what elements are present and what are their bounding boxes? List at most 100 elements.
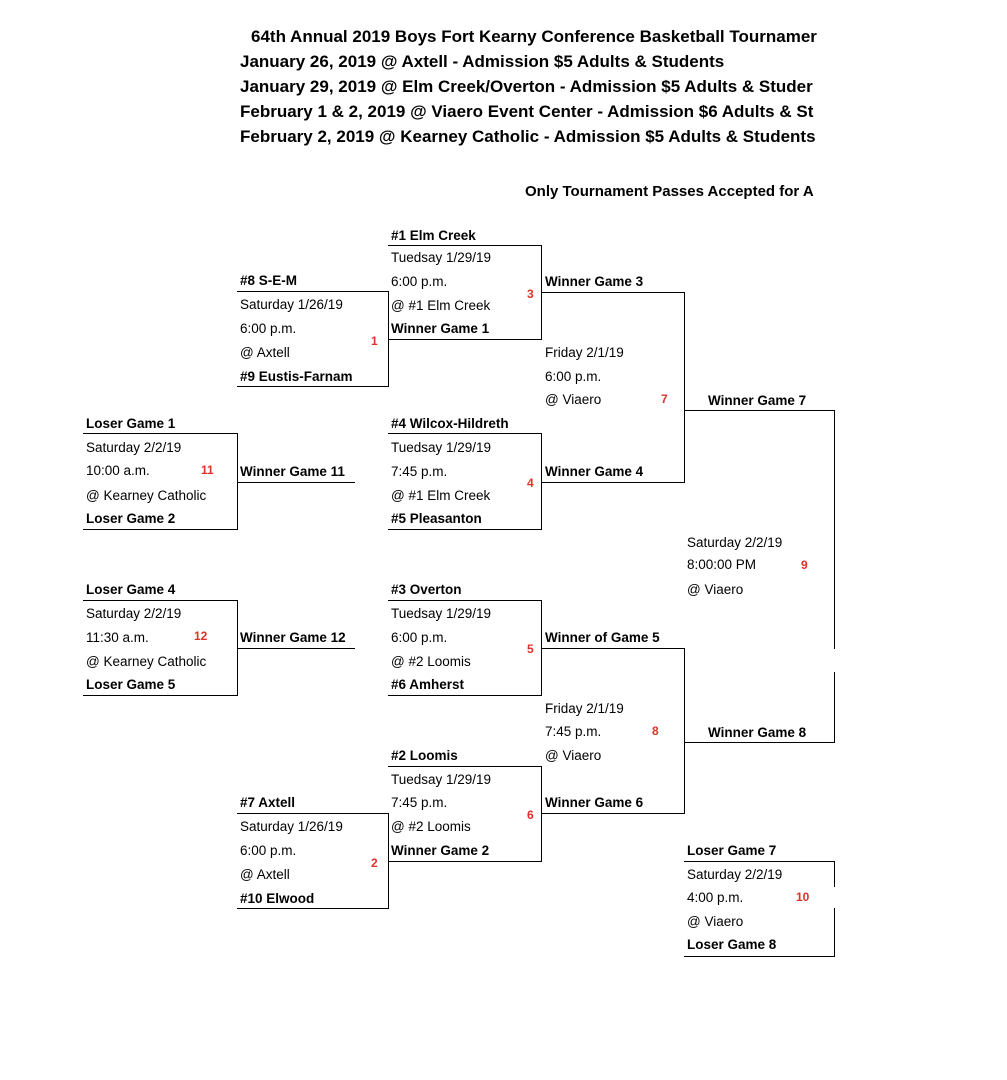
game-9-time: 8:00:00 PM	[687, 557, 757, 572]
game-6-top-line	[388, 766, 542, 767]
game-4-number: 4	[527, 476, 534, 490]
game-4-date: Tuedsay 1/29/19	[391, 440, 492, 455]
game-4-time: 7:45 p.m.	[391, 464, 448, 479]
game-11-location: @ Kearney Catholic	[86, 488, 207, 503]
game-4-location: @ #1 Elm Creek	[391, 488, 491, 503]
game-1-top-team: #8 S-E-M	[240, 273, 298, 288]
schedule-line-3: February 1 & 2, 2019 @ Viaero Event Cent…	[240, 102, 814, 121]
game-1-location: @ Axtell	[240, 345, 290, 360]
passes-note-wrap: Only Tournament Passes Accepted for A	[0, 182, 836, 202]
game-10-connector-bottom	[834, 908, 835, 957]
game-8-number: 8	[652, 724, 659, 738]
game-11-top-line	[83, 433, 238, 434]
game-9-bottom-team: Winner Game 8	[708, 725, 807, 740]
schedule-line-2: January 29, 2019 @ Elm Creek/Overton - A…	[240, 77, 813, 96]
game-7-bottom-line	[541, 482, 685, 483]
game-12-bottom-line	[83, 695, 238, 696]
game-11-number: 11	[201, 463, 214, 477]
game-6-number: 6	[527, 808, 534, 822]
game-6-connector	[541, 766, 542, 862]
game-12-date: Saturday 2/2/19	[86, 606, 182, 621]
game-12-winner-line	[237, 648, 355, 649]
game-9-connector-top	[834, 410, 835, 649]
game-2-bottom-line	[237, 908, 389, 909]
game-3-date: Tuedsay 1/29/19	[391, 250, 492, 265]
game-10-bottom-line	[684, 956, 835, 957]
game-3-top-team: #1 Elm Creek	[391, 228, 476, 243]
game-12-winner: Winner Game 12	[240, 630, 346, 645]
passes-note: Only Tournament Passes Accepted for A	[525, 183, 814, 200]
game-3-location: @ #1 Elm Creek	[391, 298, 491, 313]
game-6-top-team: #2 Loomis	[391, 748, 458, 763]
game-9-top-line	[684, 410, 835, 411]
game-1-bottom-line	[237, 386, 389, 387]
game-7-number: 7	[661, 392, 668, 406]
game-4-top-line	[388, 433, 542, 434]
game-9-date: Saturday 2/2/19	[687, 535, 783, 550]
game-11-time: 10:00 a.m.	[86, 463, 150, 478]
game-10-number: 10	[796, 890, 810, 904]
game-7-bottom-team: Winner Game 4	[545, 464, 644, 479]
game-10-connector-top	[834, 861, 835, 887]
game-12-location: @ Kearney Catholic	[86, 654, 207, 669]
game-1-date: Saturday 1/26/19	[240, 297, 343, 312]
game-11-winner-line	[237, 482, 355, 483]
game-6-bottom-team: Winner Game 2	[391, 843, 490, 858]
game-1-top-line	[237, 291, 389, 292]
game-8-bottom-line	[541, 813, 685, 814]
schedule-line-1: January 26, 2019 @ Axtell - Admission $5…	[240, 52, 725, 71]
game-4-top-team: #4 Wilcox-Hildreth	[391, 416, 509, 431]
game-2-time: 6:00 p.m.	[240, 843, 297, 858]
game-11-bottom-line	[83, 529, 238, 530]
game-10-date: Saturday 2/2/19	[687, 867, 783, 882]
game-5-bottom-team: #6 Amherst	[391, 677, 465, 692]
schedule-line-2-wrap: January 29, 2019 @ Elm Creek/Overton - A…	[0, 77, 836, 97]
game-11-connector	[237, 433, 238, 530]
game-5-location: @ #2 Loomis	[391, 654, 471, 669]
game-9-bottom-line	[684, 742, 835, 743]
game-5-top-team: #3 Overton	[391, 582, 462, 597]
game-10-location: @ Viaero	[687, 914, 744, 929]
game-7-top-team: Winner Game 3	[545, 274, 644, 289]
game-12-time: 11:30 a.m.	[86, 630, 149, 645]
game-5-number: 5	[527, 642, 534, 656]
tournament-header: 64th Annual 2019 Boys Fort Kearny Confer…	[0, 27, 836, 47]
game-4-connector	[541, 433, 542, 530]
game-1-bottom-team: #9 Eustis-Farnam	[240, 369, 353, 384]
game-4-bottom-team: #5 Pleasanton	[391, 511, 482, 526]
game-12-number: 12	[194, 629, 208, 643]
game-7-time: 6:00 p.m.	[545, 369, 602, 384]
game-8-location: @ Viaero	[545, 748, 602, 763]
game-9-top-team: Winner Game 7	[708, 393, 807, 408]
schedule-line-1-wrap: January 26, 2019 @ Axtell - Admission $5…	[0, 52, 836, 72]
game-2-number: 2	[371, 856, 378, 870]
tournament-title: 64th Annual 2019 Boys Fort Kearny Confer…	[251, 27, 817, 46]
game-10-time: 4:00 p.m.	[687, 890, 744, 905]
schedule-line-4-wrap: February 2, 2019 @ Kearney Catholic - Ad…	[0, 127, 836, 147]
game-6-location: @ #2 Loomis	[391, 819, 471, 834]
game-1-time: 6:00 p.m.	[240, 321, 297, 336]
game-9-connector-bottom	[834, 672, 835, 743]
game-5-bottom-line	[388, 695, 542, 696]
game-7-top-line	[541, 292, 685, 293]
game-11-date: Saturday 2/2/19	[86, 440, 182, 455]
game-2-top-team: #7 Axtell	[240, 795, 296, 810]
game-10-top-team: Loser Game 7	[687, 843, 777, 858]
game-9-number: 9	[801, 558, 808, 572]
game-5-date: Tuedsay 1/29/19	[391, 606, 492, 621]
game-1-number: 1	[371, 334, 378, 348]
schedule-line-4: February 2, 2019 @ Kearney Catholic - Ad…	[240, 127, 816, 146]
game-11-winner: Winner Game 11	[240, 464, 345, 479]
game-4-bottom-line	[388, 529, 542, 530]
game-2-location: @ Axtell	[240, 867, 290, 882]
game-5-time: 6:00 p.m.	[391, 630, 448, 645]
game-6-time: 7:45 p.m.	[391, 795, 448, 810]
game-3-time: 6:00 p.m.	[391, 274, 448, 289]
game-11-bottom-team: Loser Game 2	[86, 511, 176, 526]
game-2-bottom-team: #10 Elwood	[240, 891, 315, 906]
game-2-date: Saturday 1/26/19	[240, 819, 343, 834]
game-12-top-line	[83, 600, 238, 601]
game-3-top-line	[388, 245, 542, 246]
game-7-connector	[684, 292, 685, 483]
game-10-bottom-team: Loser Game 8	[687, 937, 777, 952]
